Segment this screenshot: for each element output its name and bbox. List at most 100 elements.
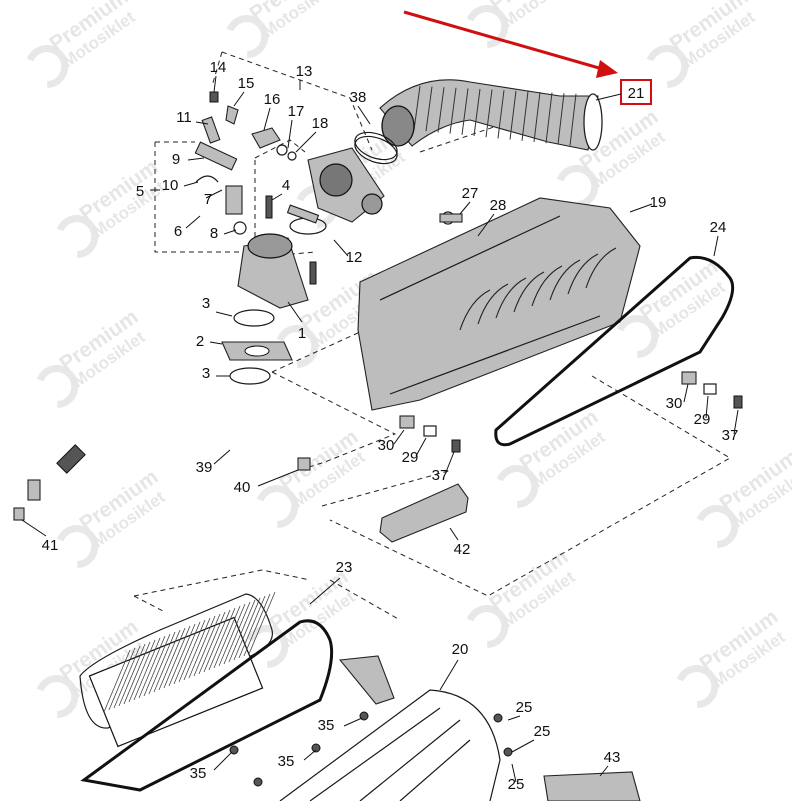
leader-line (215, 311, 233, 317)
callout-15: 15 (238, 75, 255, 92)
callout-25: 25 (516, 699, 533, 716)
callout-37: 37 (432, 467, 449, 484)
part-43-bracket (543, 771, 641, 801)
filter-pleat (223, 601, 251, 665)
leader-line (271, 193, 283, 201)
filter-pleat (158, 627, 186, 691)
leader-line (205, 189, 223, 199)
duct-rib (473, 88, 481, 137)
leader-line (449, 527, 459, 541)
filter-pleat (188, 615, 216, 679)
callout-6: 6 (174, 223, 182, 240)
duct-rib (497, 90, 505, 139)
leader-line (21, 519, 47, 537)
callout-16: 16 (264, 91, 281, 108)
leader-line (183, 181, 199, 187)
callout-27: 27 (462, 185, 479, 202)
case-fin (549, 259, 581, 301)
callout-35: 35 (278, 753, 295, 770)
leader-line (295, 131, 317, 153)
leader-line (357, 105, 371, 125)
filter-pleat (148, 631, 176, 695)
filter-pleat (183, 617, 211, 681)
part-24-seal (494, 255, 735, 447)
filter-pleat (133, 637, 161, 701)
filter-pleat (153, 629, 181, 693)
watermark-logo-icon (466, 605, 509, 649)
duct-rib (557, 93, 565, 145)
callout-28: 28 (490, 197, 507, 214)
leader-line (213, 75, 217, 93)
callout-2: 2 (196, 333, 204, 350)
callout-11: 11 (176, 109, 192, 126)
filter-pleat (233, 597, 261, 661)
leader-line (223, 229, 237, 235)
small-hardware (209, 91, 320, 285)
callout-5: 5 (136, 183, 144, 200)
case-fin (495, 277, 527, 319)
watermark-logo-icon (466, 5, 509, 49)
filter-pleat (198, 611, 226, 675)
duct-rib (413, 85, 421, 131)
callout-10: 10 (162, 177, 179, 194)
part-39-breather-hose (13, 394, 311, 521)
leader-line (511, 763, 517, 783)
leader-line (213, 751, 233, 771)
leader-line (477, 213, 495, 237)
screws (229, 711, 513, 787)
callout-35: 35 (318, 717, 335, 734)
filter-pleat (228, 599, 256, 663)
part-38-clamp (354, 131, 398, 165)
callout-4: 4 (282, 177, 290, 194)
leader-line (213, 449, 231, 465)
filter-pleat (113, 645, 141, 709)
callout-13: 13 (296, 63, 313, 80)
callout-21: 21 (628, 85, 645, 102)
callout-23: 23 (336, 559, 353, 576)
callout-29: 29 (694, 411, 711, 428)
callout-41: 41 (42, 537, 59, 554)
duct-rib (437, 87, 445, 133)
case-fin (477, 283, 509, 325)
filter-pleat (248, 591, 276, 655)
part-42-cover-strip (379, 483, 469, 543)
callout-38: 38 (350, 89, 367, 106)
callout-24: 24 (710, 219, 727, 236)
part-21-intake-duct (379, 79, 603, 151)
case-fin (567, 253, 599, 295)
watermark-logo-icon (696, 505, 739, 549)
leader-line (683, 383, 689, 403)
filter-pleat (218, 603, 246, 667)
watermark-logo-icon (26, 45, 69, 89)
leader-line (287, 119, 293, 149)
filter-pleat (173, 621, 201, 685)
leader-line (195, 121, 209, 125)
case-fin (459, 289, 491, 331)
callout-7: 7 (204, 191, 212, 208)
highlight-marker: 21 (403, 10, 652, 105)
duct-rib (521, 91, 529, 141)
callout-14: 14 (210, 59, 227, 76)
part-1-intake-manifold (221, 233, 309, 385)
callout-3: 3 (202, 365, 210, 382)
callout-30: 30 (378, 437, 395, 454)
duct-rib (533, 91, 541, 143)
leader-line (233, 91, 245, 107)
filter-pleat (238, 595, 266, 659)
callout-3: 3 (202, 295, 210, 312)
leader-line (333, 239, 349, 257)
filter-pleat (128, 639, 156, 703)
injector-group (194, 116, 247, 235)
callout-25: 25 (508, 776, 525, 793)
callout-39: 39 (196, 459, 213, 476)
watermark-logo-icon (676, 665, 719, 709)
leader-line (393, 429, 405, 445)
callout-12: 12 (346, 249, 363, 266)
